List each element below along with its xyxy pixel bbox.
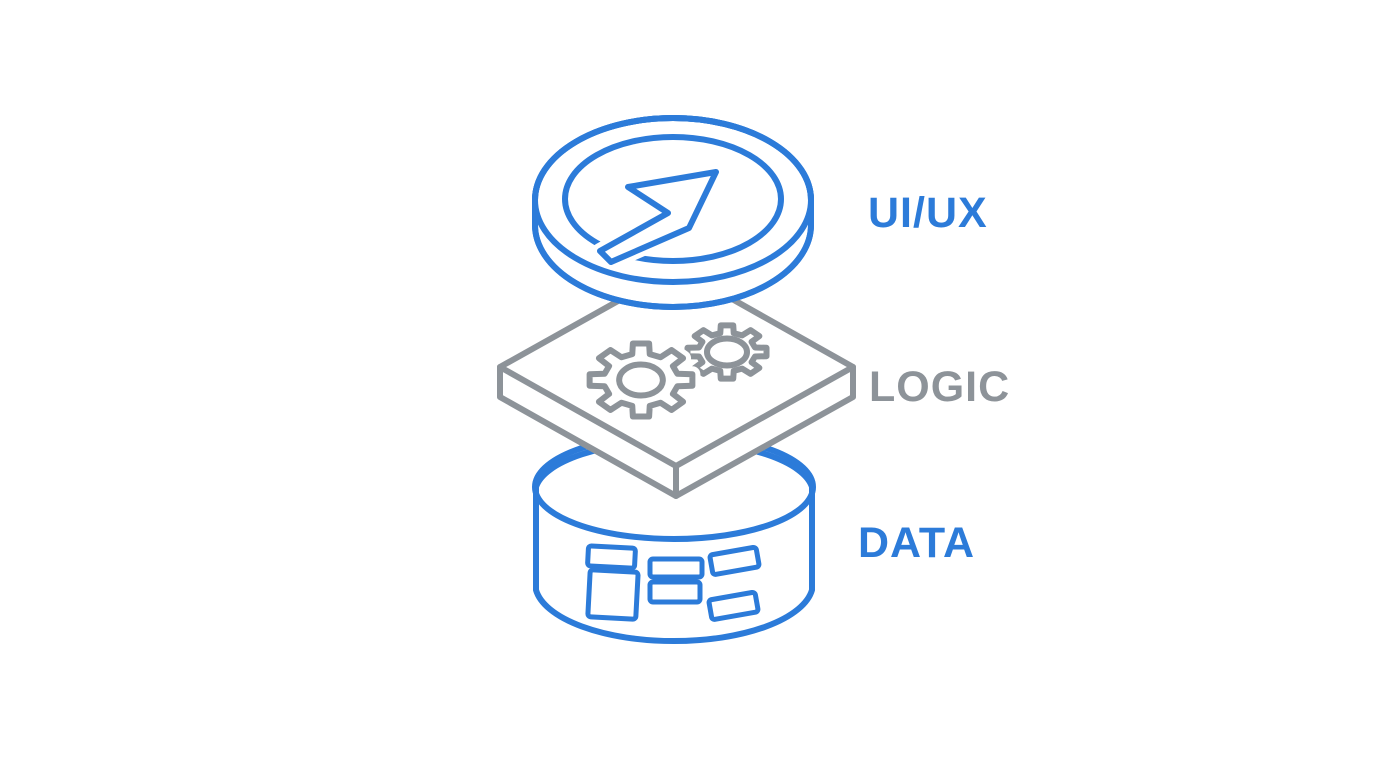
- data-layer: [532, 432, 816, 645]
- coin-inner-ring: [562, 134, 784, 264]
- table-blocks-icon: [585, 543, 762, 622]
- trend-arrow-disc-icon: [532, 115, 814, 310]
- logic-layer-label: LOGIC: [869, 363, 1011, 411]
- gear-small-icon: [687, 325, 766, 378]
- ui-ux-layer-label: UI/UX: [868, 189, 988, 237]
- database-cylinder-icon: [532, 432, 816, 645]
- data-layer-label: DATA: [858, 519, 976, 567]
- trend-arrow-icon: [597, 169, 719, 265]
- coin-edge: [532, 115, 814, 310]
- ui-ux-layer: [532, 115, 814, 310]
- gear-large-icon: [590, 343, 693, 416]
